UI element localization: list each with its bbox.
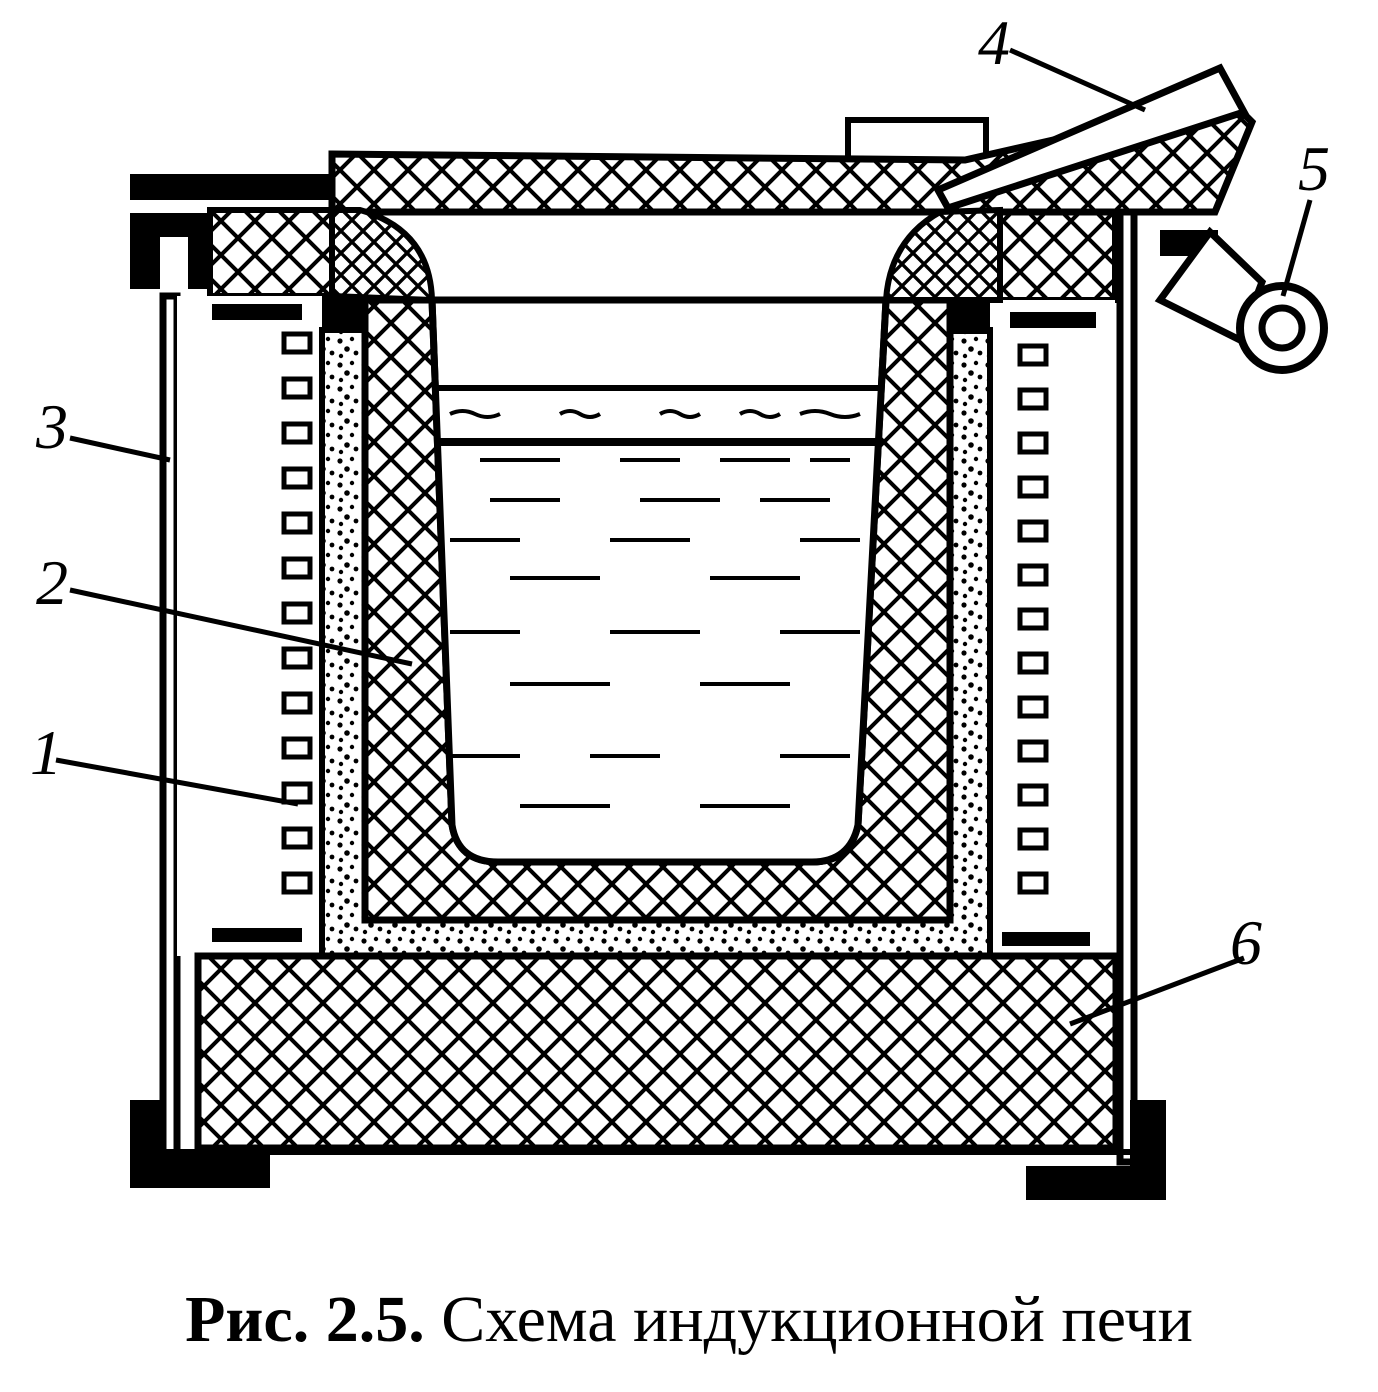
coil-turn (281, 511, 313, 535)
coil-turn (281, 331, 313, 355)
melt-wave (658, 409, 702, 419)
label-2: 2 (36, 547, 68, 618)
crucible-rim-right (882, 206, 1003, 303)
coil-turn (1017, 563, 1049, 587)
melt-surface-lines (449, 409, 861, 808)
melt-wave (738, 409, 782, 419)
figure-caption: Рис. 2.5. Схема индукционной печи (0, 1282, 1378, 1358)
coil-turn (1017, 871, 1049, 895)
top-collar-left (207, 207, 335, 299)
coil-turn (281, 691, 313, 715)
coil-turn (1017, 519, 1049, 543)
coil-turn (281, 781, 313, 805)
coil-turn (281, 646, 313, 670)
coil-turn (281, 466, 313, 490)
coil-turn (1017, 431, 1049, 455)
coil-turn (1017, 607, 1049, 631)
coil-turn (281, 871, 313, 895)
coil-turn (1017, 783, 1049, 807)
induction-furnace-diagram: 3 2 1 4 5 6 (30, 7, 1330, 1200)
coil-turn (281, 376, 313, 400)
label-6: 6 (1230, 907, 1262, 978)
label-5: 5 (1298, 133, 1330, 204)
crucible-inner-outline (428, 299, 890, 866)
coil-turn (281, 556, 313, 580)
coil-turn (281, 826, 313, 850)
label-4: 4 (978, 7, 1010, 78)
melt-wave (799, 409, 861, 419)
base-block (194, 952, 1120, 1152)
inductor-coil-right (1017, 343, 1049, 895)
melt-wave (558, 409, 602, 419)
leader-lines (55, 47, 1313, 1027)
inductor-zone-right (990, 300, 1115, 956)
coil-turn (1017, 387, 1049, 411)
top-collar-right (997, 207, 1118, 303)
caption-number: Рис. 2.5. (185, 1283, 425, 1356)
coil-turn (281, 736, 313, 760)
coil-turn (1017, 827, 1049, 851)
coil-turn (281, 601, 313, 625)
coil-turn (1017, 739, 1049, 763)
coil-turn (1017, 695, 1049, 719)
label-1: 1 (30, 717, 62, 788)
furnace-lid (328, 63, 1257, 216)
label-3: 3 (35, 391, 68, 462)
caption-text: Схема индукционной печи (424, 1283, 1193, 1356)
crucible-rim-left (329, 207, 436, 304)
coil-turn (1017, 475, 1049, 499)
hinge-mechanism (1154, 226, 1328, 374)
coil-turn (1017, 651, 1049, 675)
coil-turn (281, 421, 313, 445)
metal-melt (438, 388, 882, 862)
melt-wave (449, 409, 501, 419)
coil-turn (1017, 343, 1049, 367)
